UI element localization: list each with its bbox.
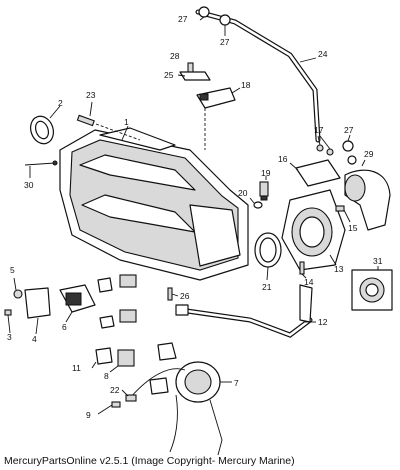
copyright-footer: MercuryPartsOnline v2.5.1 (Image Copyrig…: [4, 455, 295, 467]
callout-20: 20: [238, 188, 248, 198]
sensor-wire: [24, 160, 58, 178]
callout-4: 4: [32, 334, 37, 344]
callout-21: 21: [262, 282, 272, 292]
callout-23: 23: [86, 90, 96, 100]
callout-30: 30: [24, 180, 34, 190]
stud: [76, 101, 141, 141]
screw-14: [299, 261, 307, 279]
callout-28: 28: [170, 51, 180, 61]
temp-sensor: [249, 176, 269, 209]
vent-hose: [195, 6, 354, 152]
callout-26: 26: [180, 291, 190, 301]
callout-31: 31: [373, 256, 383, 266]
callout-11: 11: [72, 363, 81, 373]
callout-2: 2: [58, 98, 63, 108]
callout-24: 24: [318, 49, 328, 59]
seal-detail: [351, 266, 393, 311]
callout-labels: 1 2 3 4 5 6 7 8 9 11 12 13 14 15 16 17 1…: [7, 14, 383, 420]
throttle-position-sensor: [289, 135, 341, 187]
clip-22: [97, 389, 137, 415]
gasket-ring: [30, 105, 61, 145]
callout-19: 19: [261, 168, 271, 178]
callout-1: 1: [124, 117, 129, 127]
solenoid-valve: [59, 284, 96, 323]
callout-13: 13: [334, 264, 344, 274]
callout-27-right: 27: [344, 125, 354, 135]
clips-and-fittings: [91, 274, 177, 373]
callout-27-mid: 27: [220, 37, 230, 47]
throttle-body: [281, 189, 346, 271]
callout-16: 16: [278, 154, 288, 164]
harness-12: [175, 284, 316, 338]
callout-8: 8: [104, 371, 109, 381]
callout-15: 15: [348, 223, 358, 233]
solenoid-bracket: [4, 277, 51, 335]
callout-12: 12: [318, 317, 328, 327]
callout-6: 6: [62, 322, 67, 332]
callout-29: 29: [364, 149, 374, 159]
callout-3: 3: [7, 332, 12, 342]
bolt-26: [167, 287, 179, 301]
throttle-gasket: [254, 232, 282, 281]
callout-27-top: 27: [178, 14, 188, 24]
callout-7: 7: [234, 378, 239, 388]
callout-5: 5: [10, 265, 15, 275]
callout-18: 18: [241, 80, 251, 90]
callout-22: 22: [110, 385, 120, 395]
callout-9: 9: [86, 410, 91, 420]
intake-manifold: [59, 125, 249, 281]
fuel-component-7: [129, 361, 232, 456]
callout-25: 25: [164, 70, 174, 80]
intake-elbow: [335, 155, 391, 231]
callout-17: 17: [314, 125, 324, 135]
callout-14: 14: [304, 277, 314, 287]
map-sensor-group: [177, 62, 241, 150]
